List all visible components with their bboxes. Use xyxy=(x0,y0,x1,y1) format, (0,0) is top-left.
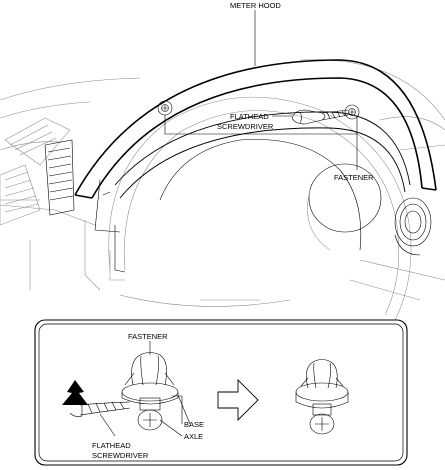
label-flathead-detail: FLATHEAD xyxy=(92,441,131,450)
screwdriver-top-icon xyxy=(291,109,349,125)
dashboard-illustration xyxy=(0,59,445,321)
label-screwdriver-top: SCREWDRIVER xyxy=(217,122,274,131)
label-base: BASE xyxy=(184,420,204,429)
fastener-left-icon xyxy=(157,100,173,116)
label-fastener-detail: FASTENER xyxy=(128,332,168,341)
label-flathead-top: FLATHEAD xyxy=(230,112,269,121)
leader-bracket xyxy=(164,115,358,135)
meter-hood-shape xyxy=(74,59,437,199)
leader-base-h xyxy=(172,395,183,424)
detail-box xyxy=(34,319,408,466)
fastener-detail-icon xyxy=(121,352,179,431)
right-arrow-icon xyxy=(217,378,259,422)
fastener-right-icon xyxy=(344,104,360,120)
fastener-removed-icon xyxy=(295,359,349,435)
up-arrow-icon xyxy=(62,380,88,405)
label-screwdriver-detail: SCREWDRIVER xyxy=(92,451,149,460)
leader-screwdriver-detail xyxy=(99,413,116,437)
label-fastener-top: FASTENER xyxy=(334,173,374,182)
leader-base xyxy=(177,394,191,425)
label-meter-hood: METER HOOD xyxy=(230,1,281,10)
label-axle: AXLE xyxy=(184,432,203,441)
leader-axle xyxy=(159,419,183,437)
